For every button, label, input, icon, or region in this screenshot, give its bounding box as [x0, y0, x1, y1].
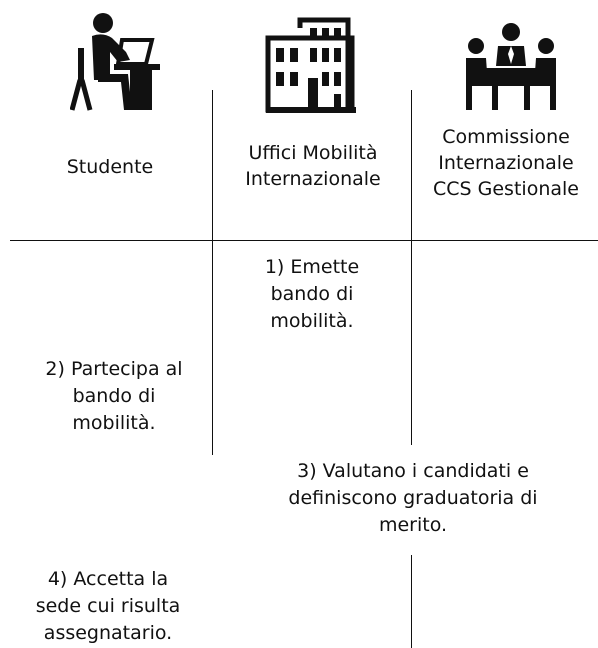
header-divider: [10, 240, 598, 241]
step-4: 4) Accetta la sede cui risulta assegnata…: [35, 568, 181, 644]
column-divider-right-lower: [411, 555, 412, 648]
column-divider-left-body: [212, 240, 213, 455]
committee-meeting-icon: [466, 23, 556, 110]
step-3: 3) Valutano i candidati e definiscono gr…: [288, 460, 538, 536]
column-divider-right: [411, 90, 412, 240]
column-header-studente: Studente: [66, 156, 154, 178]
step-2: 2) Partecipa al bando di mobilità.: [45, 358, 183, 434]
student-at-laptop-icon: [70, 13, 160, 111]
step-1: 1) Emette bando di mobilità.: [264, 256, 360, 332]
column-header-uffici-mobilita: Uffici Mobilità Internazionale: [245, 142, 381, 190]
column-header-commissione: Commissione Internazionale CCS Gestional…: [433, 126, 579, 200]
column-divider-left: [212, 90, 213, 240]
column-divider-right-body: [411, 240, 412, 445]
office-building-icon: [265, 17, 356, 113]
